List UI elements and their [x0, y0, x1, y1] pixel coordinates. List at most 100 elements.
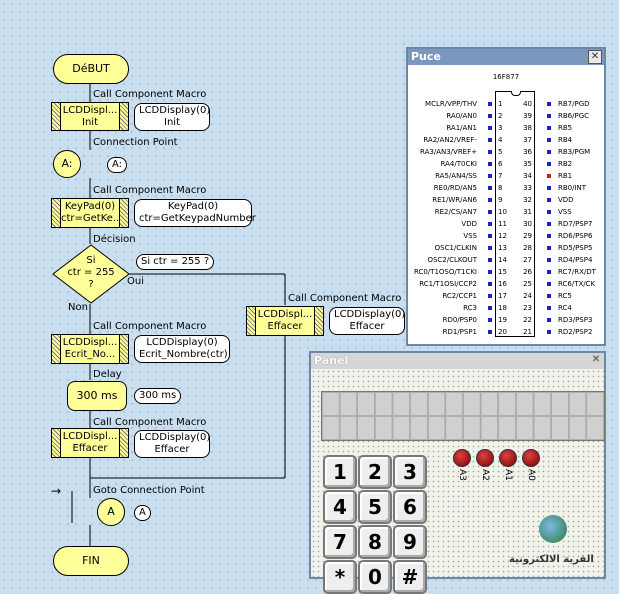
chip-pin-number: 16 — [498, 280, 507, 288]
goto-point-a[interactable]: A — [97, 498, 125, 526]
key-2[interactable]: 2 — [358, 455, 392, 489]
key-7[interactable]: 7 — [323, 525, 357, 559]
lcd-effacer-right-bubble-line2: Effacer — [349, 321, 385, 332]
chip-pin-right-label: RB0/INT — [558, 184, 587, 192]
lcd-cell — [428, 392, 446, 416]
pin-marker-icon — [488, 318, 492, 322]
pin-marker-icon — [547, 162, 551, 166]
chip-pin-number: 1 — [498, 100, 503, 108]
chip-pin-number: 27 — [523, 256, 532, 264]
pin-marker-icon — [547, 186, 551, 190]
lcd-cell — [533, 416, 551, 440]
chip-pin-left-label: RD1/PSP1 — [442, 328, 477, 336]
key-4[interactable]: 4 — [323, 490, 357, 524]
chip-pin-number: 38 — [523, 124, 532, 132]
key-8[interactable]: 8 — [358, 525, 392, 559]
keypad-bubble-line2: ctr=GetKeypadNumber — [139, 213, 256, 224]
key-5[interactable]: 5 — [358, 490, 392, 524]
keypad-bubble-line1: KeyPad(0) — [167, 201, 219, 212]
key-hash[interactable]: # — [393, 560, 427, 594]
pin-marker-icon — [547, 174, 551, 178]
pin-marker-icon — [547, 198, 551, 202]
chip-pin-number: 39 — [523, 112, 532, 120]
key-1[interactable]: 1 — [323, 455, 357, 489]
lcd-init-block[interactable]: LCDDispl... Init — [51, 102, 129, 131]
chip-pin-number: 29 — [523, 232, 532, 240]
pin-marker-icon — [547, 126, 551, 130]
chip-pin-number: 36 — [523, 148, 532, 156]
lcd-ecrit-sub: Ecrit_No... — [64, 349, 116, 360]
chip-window-title: Puce — [411, 50, 441, 63]
lcd-ecrit-title: LCDDispl... — [62, 337, 118, 348]
pin-marker-icon — [547, 306, 551, 310]
key-0[interactable]: 0 — [358, 560, 392, 594]
start-terminal[interactable]: DéBUT — [53, 54, 129, 84]
chip-pin-number: 23 — [523, 304, 532, 312]
chip-pin-number: 12 — [498, 232, 507, 240]
led-label: A3 — [457, 469, 467, 481]
chip-pin-right-label: VSS — [558, 208, 572, 216]
lcd-cell — [392, 416, 410, 440]
chip-pin-number: 24 — [523, 292, 532, 300]
lcd-cell — [375, 416, 393, 440]
lcd-effacer-bubble: LCDDisplay(0) Effacer — [134, 430, 210, 458]
lcd-cell — [569, 416, 587, 440]
lcd-cell — [463, 392, 481, 416]
chip-pin-number: 40 — [523, 100, 532, 108]
lcd-character-grid — [322, 392, 604, 440]
pin-marker-icon — [488, 282, 492, 286]
village-logo-icon — [539, 515, 567, 543]
decision-line3: ? — [88, 279, 94, 290]
lcd-ecrit-block[interactable]: LCDDispl... Ecrit_No... — [51, 334, 129, 364]
pin-marker-icon — [547, 102, 551, 106]
end-terminal[interactable]: FIN — [53, 546, 129, 576]
lcd-effacer-title: LCDDispl... — [62, 431, 118, 442]
pin-marker-icon — [547, 246, 551, 250]
lcd-cell — [410, 392, 428, 416]
pin-marker-icon — [488, 162, 492, 166]
connection-caption: Connection Point — [93, 137, 178, 148]
chip-window-titlebar[interactable]: Puce ✕ — [408, 49, 604, 65]
connection-point-a-label: A: — [61, 157, 73, 170]
pin-marker-icon — [488, 126, 492, 130]
lcd-cell — [428, 416, 446, 440]
chip-pin-number: 14 — [498, 256, 507, 264]
delay-block[interactable]: 300 ms — [67, 381, 127, 411]
connection-point-a[interactable]: A: — [53, 150, 81, 178]
chip-pin-right-label: RB2 — [558, 160, 573, 168]
chip-pin-left-label: OSC1/CLKIN — [434, 244, 477, 252]
chip-pin-right-label: RC7/RX/DT — [558, 268, 596, 276]
chip-pin-left-label: RC2/CCP1 — [442, 292, 477, 300]
led-label: A0 — [526, 469, 536, 481]
pin-marker-icon — [547, 258, 551, 262]
chip-notch — [511, 91, 521, 96]
panel-window-titlebar[interactable]: Panel ✕ — [311, 353, 604, 369]
decision-diamond[interactable] — [52, 244, 130, 304]
lcd-cell — [463, 416, 481, 440]
chip-pin-number: 30 — [523, 220, 532, 228]
decision-caption: Décision — [93, 234, 136, 245]
pin-marker-icon — [488, 294, 492, 298]
key-star[interactable]: * — [323, 560, 357, 594]
chip-pin-right-label: RB6/PGC — [558, 112, 590, 120]
lcd-effacer-right-bubble: LCDDisplay(0) Effacer — [329, 307, 405, 335]
chip-pin-right-label: RD2/PSP2 — [558, 328, 593, 336]
panel-window-close-button[interactable]: ✕ — [591, 354, 601, 365]
chip-pin-number: 11 — [498, 220, 507, 228]
goto-caption: Goto Connection Point — [93, 485, 205, 496]
key-6[interactable]: 6 — [393, 490, 427, 524]
pin-marker-icon — [547, 210, 551, 214]
chip-window-close-button[interactable]: ✕ — [588, 50, 602, 64]
chip-pin-number: 35 — [523, 160, 532, 168]
led-a3 — [453, 449, 471, 467]
key-3[interactable]: 3 — [393, 455, 427, 489]
keypad-block[interactable]: KeyPad(0) ctr=GetKe... — [51, 198, 129, 228]
lcd-effacer-right-block[interactable]: LCDDispl... Effacer — [246, 306, 324, 336]
lcd-effacer-block[interactable]: LCDDispl... Effacer — [51, 428, 129, 458]
chip-pin-number: 21 — [523, 328, 532, 336]
lcd-ecrit-bubble-line1: LCDDisplay(0) — [146, 337, 218, 348]
key-9[interactable]: 9 — [393, 525, 427, 559]
